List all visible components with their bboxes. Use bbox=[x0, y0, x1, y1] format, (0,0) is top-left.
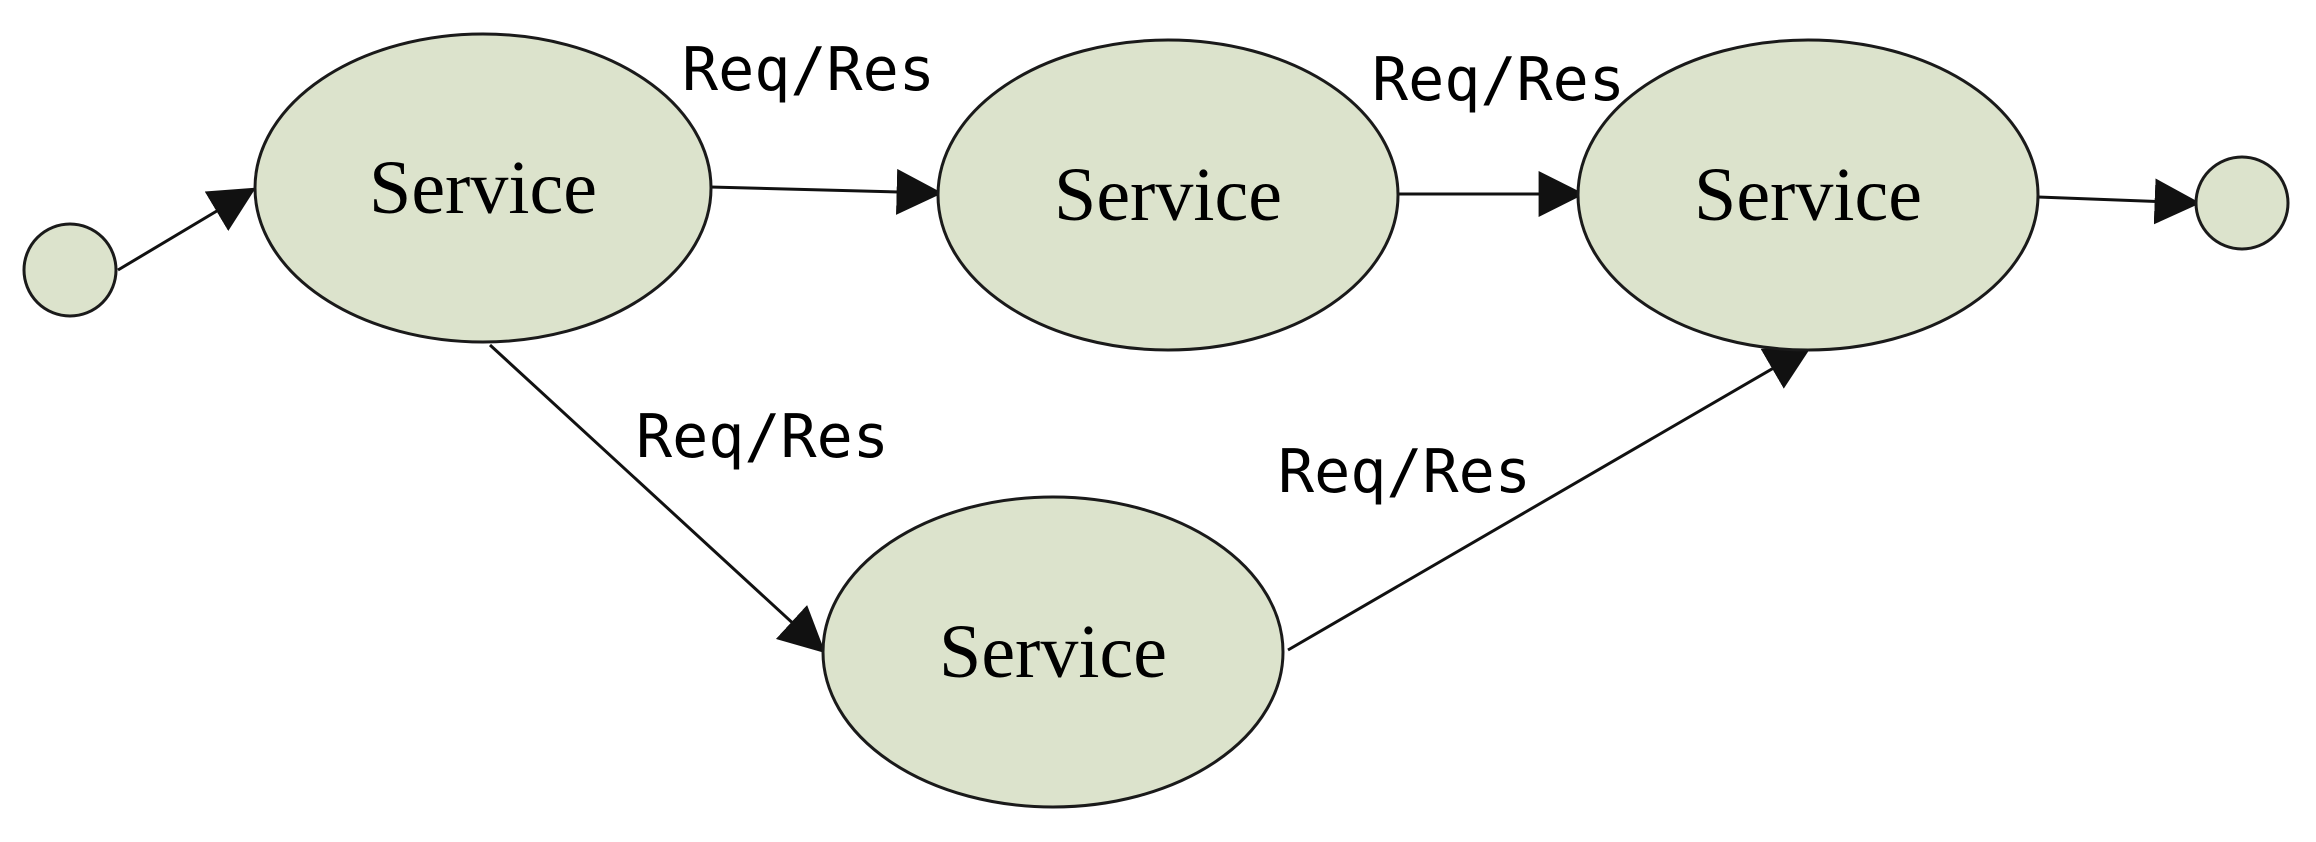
service-node-d-shape bbox=[821, 495, 1285, 809]
service-node-a-shape bbox=[253, 32, 713, 344]
service-node-c-label: Service bbox=[1694, 153, 1922, 237]
service-node-a-label: Service bbox=[369, 146, 597, 230]
edge-labels: Req/Res Req/Res Req/Res Req/Res bbox=[636, 35, 1625, 507]
edge-service-a-to-service-d bbox=[488, 343, 826, 654]
edge-label-d-to-c: Req/Res bbox=[1278, 437, 1531, 507]
service-node-c-shape bbox=[1576, 38, 2040, 352]
service-node-c: Service bbox=[1576, 38, 2040, 352]
end-node bbox=[2194, 155, 2290, 251]
service-node-d-label: Service bbox=[939, 610, 1167, 694]
edge-label-b-to-c: Req/Res bbox=[1372, 45, 1625, 115]
edge-label-a-to-d: Req/Res bbox=[636, 402, 889, 472]
service-node-d: Service bbox=[821, 495, 1285, 809]
edge-service-c-to-end bbox=[2037, 178, 2201, 225]
edge-start-to-service-a bbox=[117, 187, 256, 272]
edges bbox=[117, 168, 2201, 654]
edge-service-a-to-service-b bbox=[709, 168, 943, 215]
service-node-a: Service bbox=[253, 32, 713, 344]
service-node-b: Service bbox=[936, 38, 1400, 352]
service-node-b-label: Service bbox=[1054, 153, 1282, 237]
service-node-b-shape bbox=[936, 38, 1400, 352]
start-node bbox=[22, 222, 118, 318]
nodes: Service Service Service Service bbox=[22, 32, 2290, 809]
edge-service-d-to-service-c bbox=[1287, 345, 1812, 652]
edge-label-a-to-b: Req/Res bbox=[682, 35, 935, 105]
